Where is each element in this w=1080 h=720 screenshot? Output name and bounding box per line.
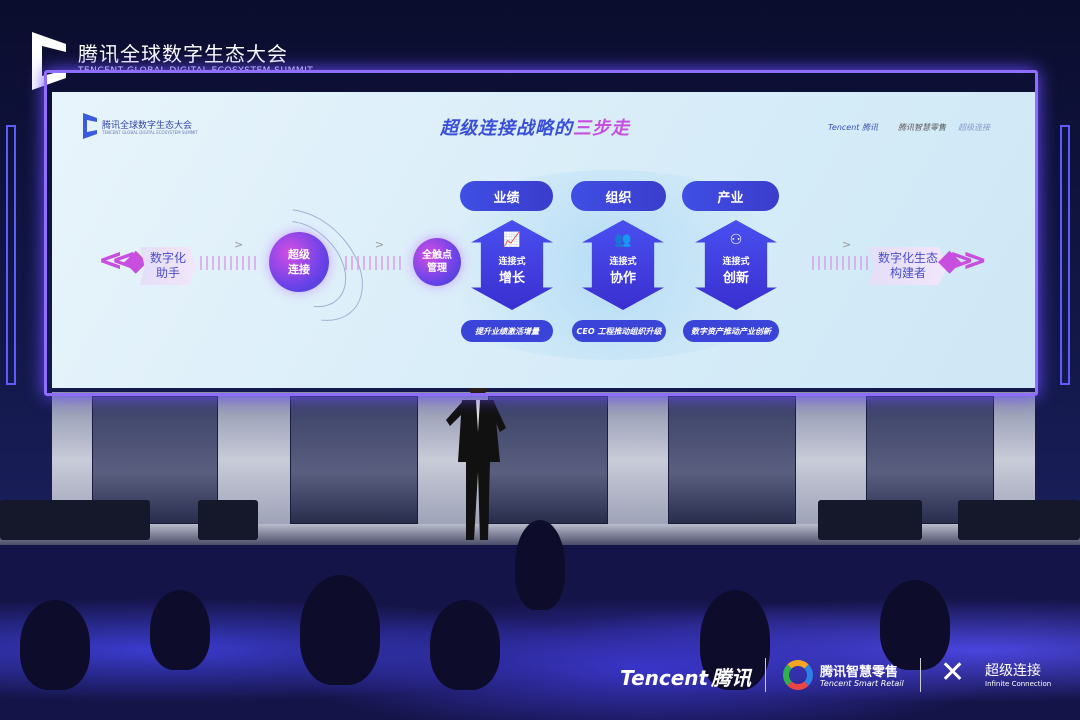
stage-speaker <box>0 500 150 540</box>
stage-speaker <box>818 500 922 540</box>
audience-head <box>150 590 210 670</box>
arrow-icon: > <box>234 238 244 251</box>
step-head-organization: 组织 <box>571 181 666 211</box>
slide-logo-title: 腾讯全球数字生态大会 <box>102 121 193 131</box>
chevrons-right-icon: ◆>> <box>938 243 987 278</box>
summit-logo-icon <box>32 32 66 90</box>
stage-panel <box>488 396 608 524</box>
partner-logo-tencent: Tencent 腾讯 <box>828 123 878 132</box>
waveform-icon <box>345 256 405 270</box>
grid-circles-icon: ⚇ <box>729 232 743 248</box>
chevrons-left-icon: <<◆ <box>98 243 147 278</box>
audience-head <box>515 520 565 610</box>
divider <box>765 658 766 692</box>
infinite-connection-logo-icon: ✕ <box>940 655 966 690</box>
screen-frame <box>44 70 1038 396</box>
partner-logo-retail: 腾讯智慧零售 <box>898 123 946 132</box>
divider <box>920 658 921 692</box>
waveform-icon <box>200 256 260 270</box>
audience-head <box>430 600 500 690</box>
stage-panel <box>290 396 418 524</box>
step-arrow-innovation: ⚇连接式创新 <box>695 220 777 310</box>
slide-title: 超级连接战略的三步走 <box>440 114 630 140</box>
hub-circle: 超级连接 <box>269 232 329 292</box>
slide-title-main: 超级连接战略的 <box>440 118 573 139</box>
arrow-icon: > <box>842 238 852 251</box>
step-arrow-collaboration: 👥连接式协作 <box>582 220 664 310</box>
footer-infinite-cn: 超级连接 <box>985 663 1041 679</box>
stage-speaker <box>198 500 258 540</box>
presenter <box>446 376 506 540</box>
event-title: 腾讯全球数字生态大会 <box>78 42 288 66</box>
side-light <box>1060 125 1070 385</box>
label-digital-assistant: 数字化助手 <box>140 247 197 285</box>
side-light <box>6 125 16 385</box>
smart-retail-logo-icon <box>783 660 813 690</box>
step-foot-industry: 数字资产推动产业创新 <box>683 320 779 342</box>
audience-head <box>700 590 770 690</box>
chart-line-icon: 📈 <box>503 232 521 248</box>
footer-infinite-en: Infinite Connection <box>985 680 1052 688</box>
audience-head <box>300 575 380 685</box>
label-ecosystem-builder: 数字化生态构建者 <box>868 247 949 285</box>
arrow-icon: > <box>375 238 385 251</box>
step-head-performance: 业绩 <box>460 181 553 211</box>
touchpoint-circle: 全触点管理 <box>413 238 461 286</box>
footer-retail-en: Tencent Smart Retail <box>820 679 904 688</box>
stage-panel <box>668 396 796 524</box>
waveform-icon <box>812 256 872 270</box>
step-foot-performance: 提升业绩激活增量 <box>461 320 553 342</box>
partner-logo-infinite: 超级连接 <box>958 123 990 132</box>
audience-head <box>20 600 90 690</box>
step-head-industry: 产业 <box>682 181 779 211</box>
slide-title-accent: 三步走 <box>573 118 630 139</box>
footer-retail-cn: 腾讯智慧零售 <box>820 665 899 680</box>
stage-speaker <box>958 500 1080 540</box>
slide-logo-subtitle: TENCENT GLOBAL DIGITAL ECOSYSTEM SUMMIT <box>102 130 198 135</box>
step-foot-organization: CEO 工程推动组织升级 <box>572 320 666 342</box>
slide-logo-icon <box>83 113 97 139</box>
org-people-icon: 👥 <box>614 232 632 248</box>
audience-head <box>880 580 950 670</box>
